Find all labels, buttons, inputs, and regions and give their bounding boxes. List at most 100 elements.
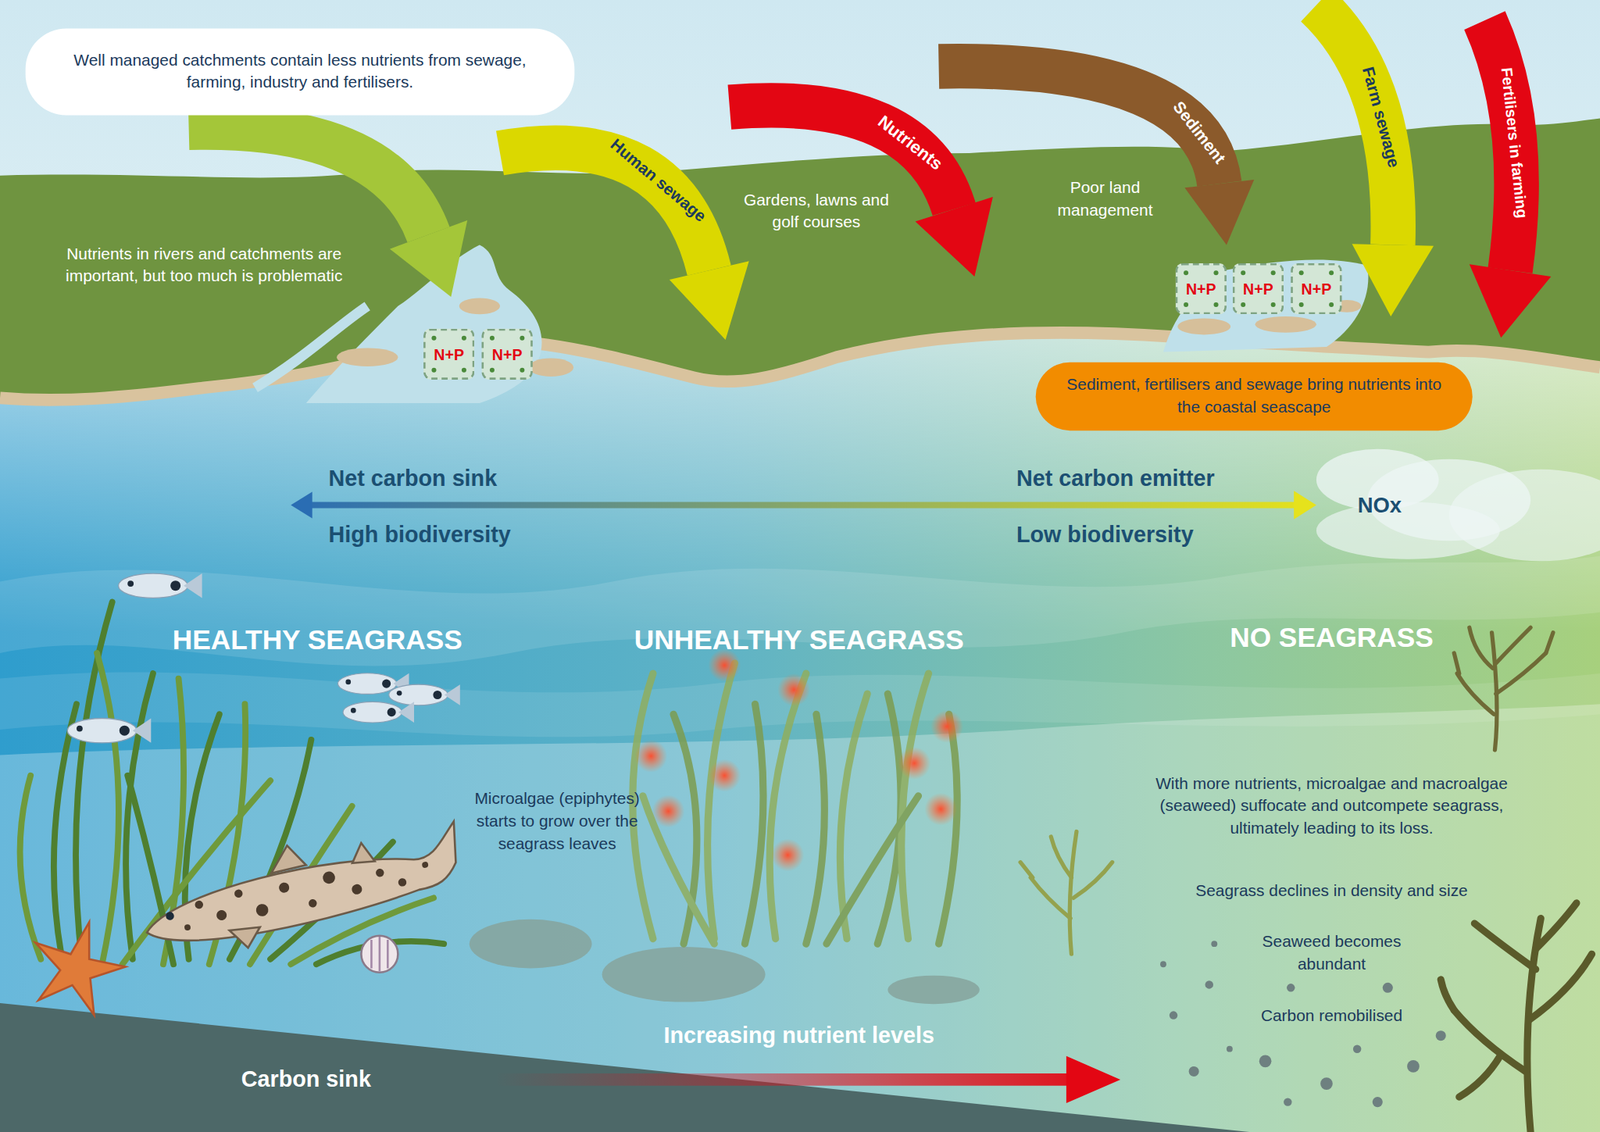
rocks: [887, 975, 980, 1005]
shark: [194, 900, 204, 910]
nutrient-arrow: [494, 1056, 1121, 1104]
land: [0, 118, 1600, 404]
rocks: [469, 919, 980, 1004]
land: [0, 118, 1600, 400]
note-text: Seagrass declines in density and size: [1195, 879, 1468, 903]
carbon-dots: [1286, 983, 1295, 992]
arrow-label: Sediment: [1167, 96, 1231, 169]
land: [255, 306, 368, 388]
scale-arrow: [306, 502, 1297, 509]
shark: [135, 816, 469, 965]
carbon-dots: [1372, 1096, 1383, 1108]
shark: [215, 909, 228, 922]
scale-arrow: [1293, 490, 1317, 520]
nutrient-box: N+P: [1175, 263, 1227, 315]
shark: [349, 841, 375, 866]
zone-heading: HEALTHY SEAGRASS: [172, 621, 463, 658]
input-arrows: [389, 220, 468, 297]
nutrient-box: N+P: [481, 328, 533, 380]
note-text: Gardens, lawns and golf courses: [739, 189, 893, 234]
seaweed: [1020, 627, 1592, 1132]
unhealthy-seagrass: [806, 714, 825, 944]
nutrient-dot: [1214, 270, 1219, 275]
fish: [76, 725, 83, 733]
healthy-seagrass: [75, 602, 113, 960]
shark: [267, 842, 307, 874]
scale-arrow: [290, 492, 312, 519]
seaweed: [1020, 862, 1033, 879]
note-text: Seaweed becomes abundant: [1250, 930, 1414, 975]
epiphyte-glow: [634, 739, 668, 773]
seaweed: [1020, 831, 1113, 954]
seaweed: [1030, 877, 1071, 918]
arrow-label: Fertilisers in farming: [1496, 66, 1533, 219]
nutrient-dot: [1240, 270, 1246, 275]
input-arrows: [1469, 264, 1551, 338]
note-text: Nutrients in rivers and catchments are i…: [50, 242, 358, 288]
starfish: [21, 910, 135, 1020]
seabed: [0, 1003, 1256, 1132]
shell: [360, 935, 398, 973]
nutrient-dot: [519, 367, 525, 373]
nutrient-dot: [1214, 302, 1219, 308]
arrow-label: Human sewage: [605, 133, 711, 228]
axis-label: Increasing nutrient levels: [663, 1020, 935, 1051]
seaweed: [1069, 831, 1077, 954]
healthy-seagrass: [96, 653, 119, 965]
seaweed: [1457, 673, 1494, 715]
land: [1255, 316, 1317, 333]
axis-label: Carbon sink: [241, 1064, 372, 1095]
carbon-dots: [1210, 940, 1218, 947]
fish: [345, 679, 351, 686]
nutrient-dot: [461, 367, 467, 373]
note-text: With more nutrients, microalgae and macr…: [1153, 772, 1511, 840]
nutrient-dot: [431, 367, 436, 373]
callout-box: Well managed catchments contain less nut…: [25, 28, 575, 115]
shell: [371, 936, 388, 972]
starfish: [21, 910, 135, 1020]
fish: [342, 701, 402, 723]
nutrient-dot: [1240, 302, 1246, 308]
nutrient-dot: [1328, 302, 1334, 308]
carbon-dots: [1353, 1044, 1361, 1053]
carbon-dots: [1435, 1030, 1447, 1041]
box-text: N+P: [1185, 280, 1217, 298]
epiphyte-glow: [652, 794, 686, 828]
input-arrows: [669, 260, 750, 340]
nutrient-dot: [1183, 302, 1189, 308]
box-text: N+P: [492, 345, 523, 363]
zone-heading: UNHEALTHY SEAGRASS: [634, 621, 965, 658]
land: [336, 347, 398, 367]
fish: [170, 580, 181, 591]
seabed: [0, 703, 1600, 1132]
nutrient-dot: [1183, 270, 1189, 275]
shark: [137, 821, 468, 952]
fish: [382, 679, 391, 689]
nutrient-box: N+P: [1290, 263, 1342, 315]
rocks: [469, 919, 593, 969]
nutrient-dot: [1299, 270, 1304, 275]
seabed: [0, 703, 1600, 1132]
note-text: Poor land management: [1033, 176, 1177, 222]
box-text: N+P: [1301, 280, 1333, 298]
arrow-label: Nutrients: [872, 110, 947, 176]
scale-label: High biodiversity: [328, 519, 511, 550]
note-text: Carbon remobilised: [1260, 1005, 1403, 1029]
zone-heading: NO SEAGRASS: [1229, 619, 1434, 657]
fish: [119, 725, 130, 736]
nutrient-dot: [1271, 270, 1276, 275]
unhealthy-seagrass: [877, 693, 901, 944]
land: [1177, 318, 1231, 336]
seaweed: [1528, 953, 1593, 1021]
callout-box: Sediment, fertilisers and sewage bring n…: [1035, 361, 1473, 431]
fish: [132, 718, 152, 743]
fish: [183, 573, 203, 598]
epiphyte-glow: [634, 649, 964, 872]
box-text: N+P: [433, 345, 465, 363]
seaweed: [1496, 653, 1547, 694]
seaweed: [1535, 903, 1577, 950]
seaweed: [1440, 979, 1454, 1011]
fish: [444, 684, 461, 706]
